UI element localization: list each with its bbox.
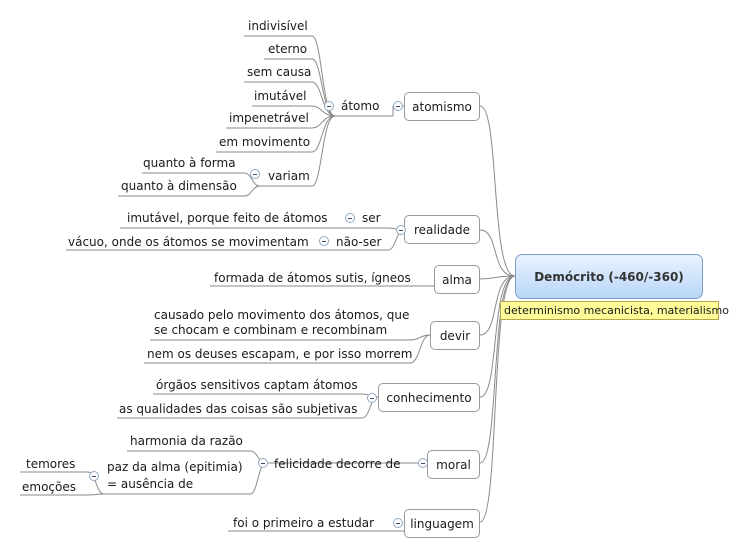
topic-devir-gods[interactable]: nem os deuses escapam, e por isso morrem <box>147 347 413 361</box>
topic-imutavel[interactable]: imutável <box>254 89 307 103</box>
topic-alma-detail[interactable]: formada de átomos sutis, ígneos <box>214 271 411 285</box>
topic-harmonia[interactable]: harmonia da razão <box>130 434 243 448</box>
topic-sem-causa[interactable]: sem causa <box>247 65 312 79</box>
branch-alma[interactable]: alma <box>434 265 480 294</box>
topic-paz-line2[interactable]: = ausência de <box>107 477 194 491</box>
branch-moral[interactable]: moral <box>427 450 480 479</box>
topic-indivisivel[interactable]: indivisível <box>248 19 308 33</box>
collapse-toggle-icon[interactable] <box>418 458 428 468</box>
topic-atomo[interactable]: átomo <box>341 99 380 113</box>
collapse-toggle-icon[interactable] <box>250 169 260 179</box>
topic-quanto-forma[interactable]: quanto à forma <box>143 156 236 170</box>
topic-ser[interactable]: ser <box>362 211 381 225</box>
topic-felicidade[interactable]: felicidade decorre de <box>274 457 401 471</box>
branch-conhecimento[interactable]: conhecimento <box>378 383 480 412</box>
topic-devir-detail-line2[interactable]: se chocam e combinam e recombinam <box>154 323 388 337</box>
collapse-toggle-icon[interactable] <box>324 101 334 111</box>
collapse-toggle-icon[interactable] <box>258 458 268 468</box>
topic-impenetravel[interactable]: impenetrável <box>229 111 309 125</box>
topic-paz-line1[interactable]: paz da alma (epitimia) <box>107 460 243 474</box>
topic-em-movimento[interactable]: em movimento <box>219 135 311 149</box>
central-note: determinismo mecanicista, materialismo <box>500 301 729 320</box>
topic-temores[interactable]: temores <box>26 457 76 471</box>
collapse-toggle-icon[interactable] <box>393 518 403 528</box>
branch-atomismo[interactable]: atomismo <box>404 92 480 121</box>
branch-linguagem[interactable]: linguagem <box>404 509 480 538</box>
topic-eterno[interactable]: eterno <box>268 42 308 56</box>
collapse-toggle-icon[interactable] <box>345 213 355 223</box>
topic-ser-detail[interactable]: imutável, porque feito de átomos <box>127 211 328 225</box>
topic-qualidades-subjetivas[interactable]: as qualidades das coisas são subjetivas <box>119 402 358 416</box>
collapse-toggle-icon[interactable] <box>319 236 329 246</box>
central-topic[interactable]: Demócrito (-460/-360) <box>515 254 703 299</box>
branch-devir[interactable]: devir <box>430 321 480 350</box>
topic-devir-detail-line1[interactable]: causado pelo movimento dos átomos, que <box>154 308 410 322</box>
collapse-toggle-icon[interactable] <box>367 393 377 403</box>
topic-nao-ser[interactable]: não-ser <box>336 235 382 249</box>
topic-orgaos-sensitivos[interactable]: órgãos sensitivos captam átomos <box>156 378 358 392</box>
branch-realidade[interactable]: realidade <box>404 215 480 244</box>
topic-quanto-dimensao[interactable]: quanto à dimensão <box>121 179 237 193</box>
collapse-toggle-icon[interactable] <box>393 101 403 111</box>
topic-variam[interactable]: variam <box>268 169 310 183</box>
topic-emocoes[interactable]: emoções <box>22 480 76 494</box>
collapse-toggle-icon[interactable] <box>89 471 99 481</box>
collapse-toggle-icon[interactable] <box>396 225 406 235</box>
topic-nao-ser-detail[interactable]: vácuo, onde os átomos se movimentam <box>68 235 309 249</box>
topic-linguagem-detail[interactable]: foi o primeiro a estudar <box>233 516 375 530</box>
